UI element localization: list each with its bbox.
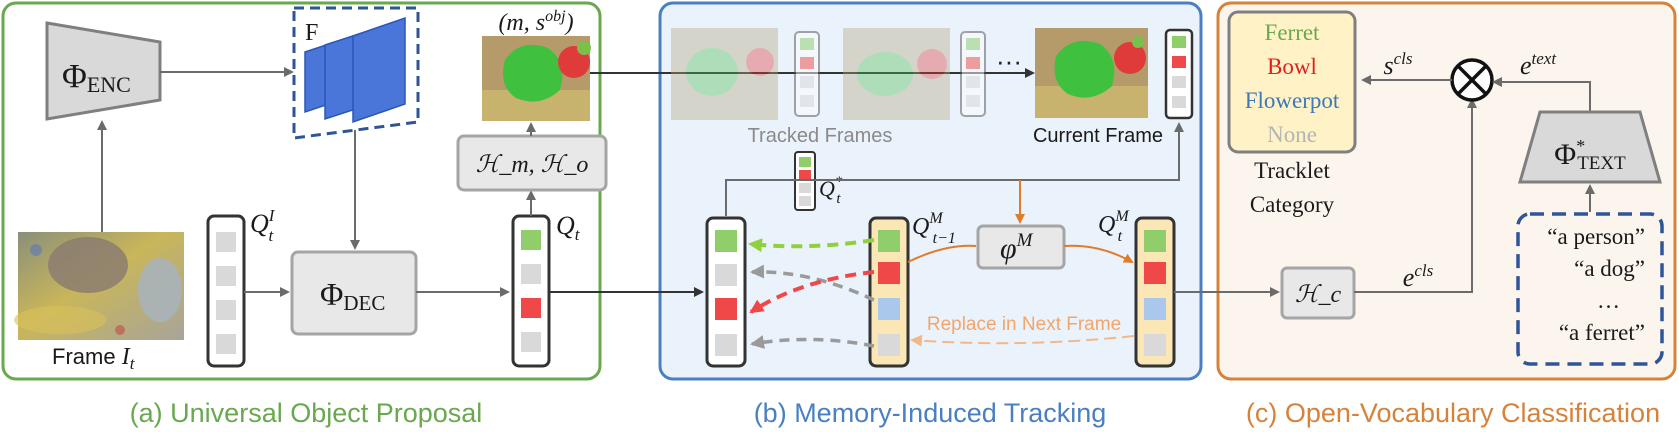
- prompt-item: “a dog”: [1574, 256, 1645, 281]
- match-arrow-gray-2: [750, 335, 875, 349]
- prompt-item: “a person”: [1547, 224, 1645, 249]
- tracking-result-column: [705, 216, 747, 368]
- tracked-queries-2: [960, 31, 986, 117]
- queries-init-column: [206, 214, 246, 368]
- product-operator-icon: [1450, 58, 1494, 102]
- caption-tracking: (b) Memory-Induced Tracking: [754, 398, 1107, 428]
- memory-prev-column: [868, 216, 910, 368]
- encoder-block: [45, 21, 162, 121]
- category-item: None: [1267, 122, 1317, 147]
- arrow-update-to-memnext: [1063, 244, 1134, 263]
- tracked-queries-1: [794, 31, 820, 117]
- output-mask-image: [482, 36, 591, 121]
- caption-proposal: (a) Universal Object Proposal: [130, 398, 483, 428]
- prompt-list: “a person” “a dog” … “a ferret”: [1547, 224, 1645, 345]
- text-emb-label: etext: [1520, 49, 1557, 80]
- class-head-label: ℋ_c: [1295, 282, 1342, 308]
- tracked-frame-2: [843, 28, 950, 120]
- selected-queries-label: Q*t: [819, 174, 843, 207]
- frame-image: [14, 232, 184, 340]
- tracked-frames-label: Tracked Frames: [748, 125, 893, 147]
- prompt-item: “a ferret”: [1559, 320, 1645, 345]
- replace-label: Replace in Next Frame: [927, 314, 1121, 335]
- ellipsis: ···: [996, 46, 1022, 76]
- text-encoder-block: [1518, 110, 1662, 184]
- feature-label: F: [305, 20, 318, 46]
- current-frame-image: [1035, 28, 1148, 118]
- current-queries: [1164, 28, 1194, 120]
- match-arrow-red: [749, 270, 875, 314]
- category-caption-1: Tracklet: [1254, 158, 1330, 183]
- category-box: [1227, 10, 1357, 154]
- match-arrow-green: [748, 238, 875, 253]
- caption-classification: (c) Open-Vocabulary Classification: [1246, 398, 1660, 428]
- feature-pyramid: [292, 6, 420, 140]
- arrow-memprev-to-update: [907, 244, 977, 263]
- decoder-label: ΦDEC: [320, 276, 385, 315]
- category-item: Ferret: [1265, 20, 1321, 45]
- score-label: scls: [1383, 49, 1412, 80]
- queries-output-column: [511, 214, 551, 368]
- encoder-label: ΦENC: [62, 58, 131, 97]
- memory-update-label: φM: [1000, 230, 1034, 265]
- heads-label: ℋ_m, ℋ_o: [476, 152, 589, 178]
- memory-next-column: [1134, 216, 1176, 368]
- arrow-tracking-to-current: [725, 122, 1184, 216]
- arrow-textenc-to-product: [1492, 77, 1591, 112]
- output-label: (m, sobj): [498, 8, 573, 36]
- queries-output-label: Qt: [556, 211, 581, 244]
- category-item: Flowerpot: [1245, 88, 1340, 113]
- cls-emb-label: ecls: [1403, 261, 1434, 292]
- current-frame-label: Current Frame: [1033, 125, 1163, 147]
- arrow-replace-next-frame: [910, 334, 1135, 347]
- category-item: Bowl: [1267, 54, 1317, 79]
- category-caption-2: Category: [1250, 192, 1335, 217]
- text-encoder-label: Φ*TEXT: [1554, 136, 1626, 174]
- tracked-frame-1: [671, 28, 778, 120]
- prompt-item: …: [1597, 288, 1620, 313]
- arrow-classhead-to-product: [1354, 98, 1477, 293]
- prompt-box: [1516, 212, 1664, 366]
- memory-update-block: [976, 224, 1066, 270]
- frame-label: Frame It: [52, 344, 136, 373]
